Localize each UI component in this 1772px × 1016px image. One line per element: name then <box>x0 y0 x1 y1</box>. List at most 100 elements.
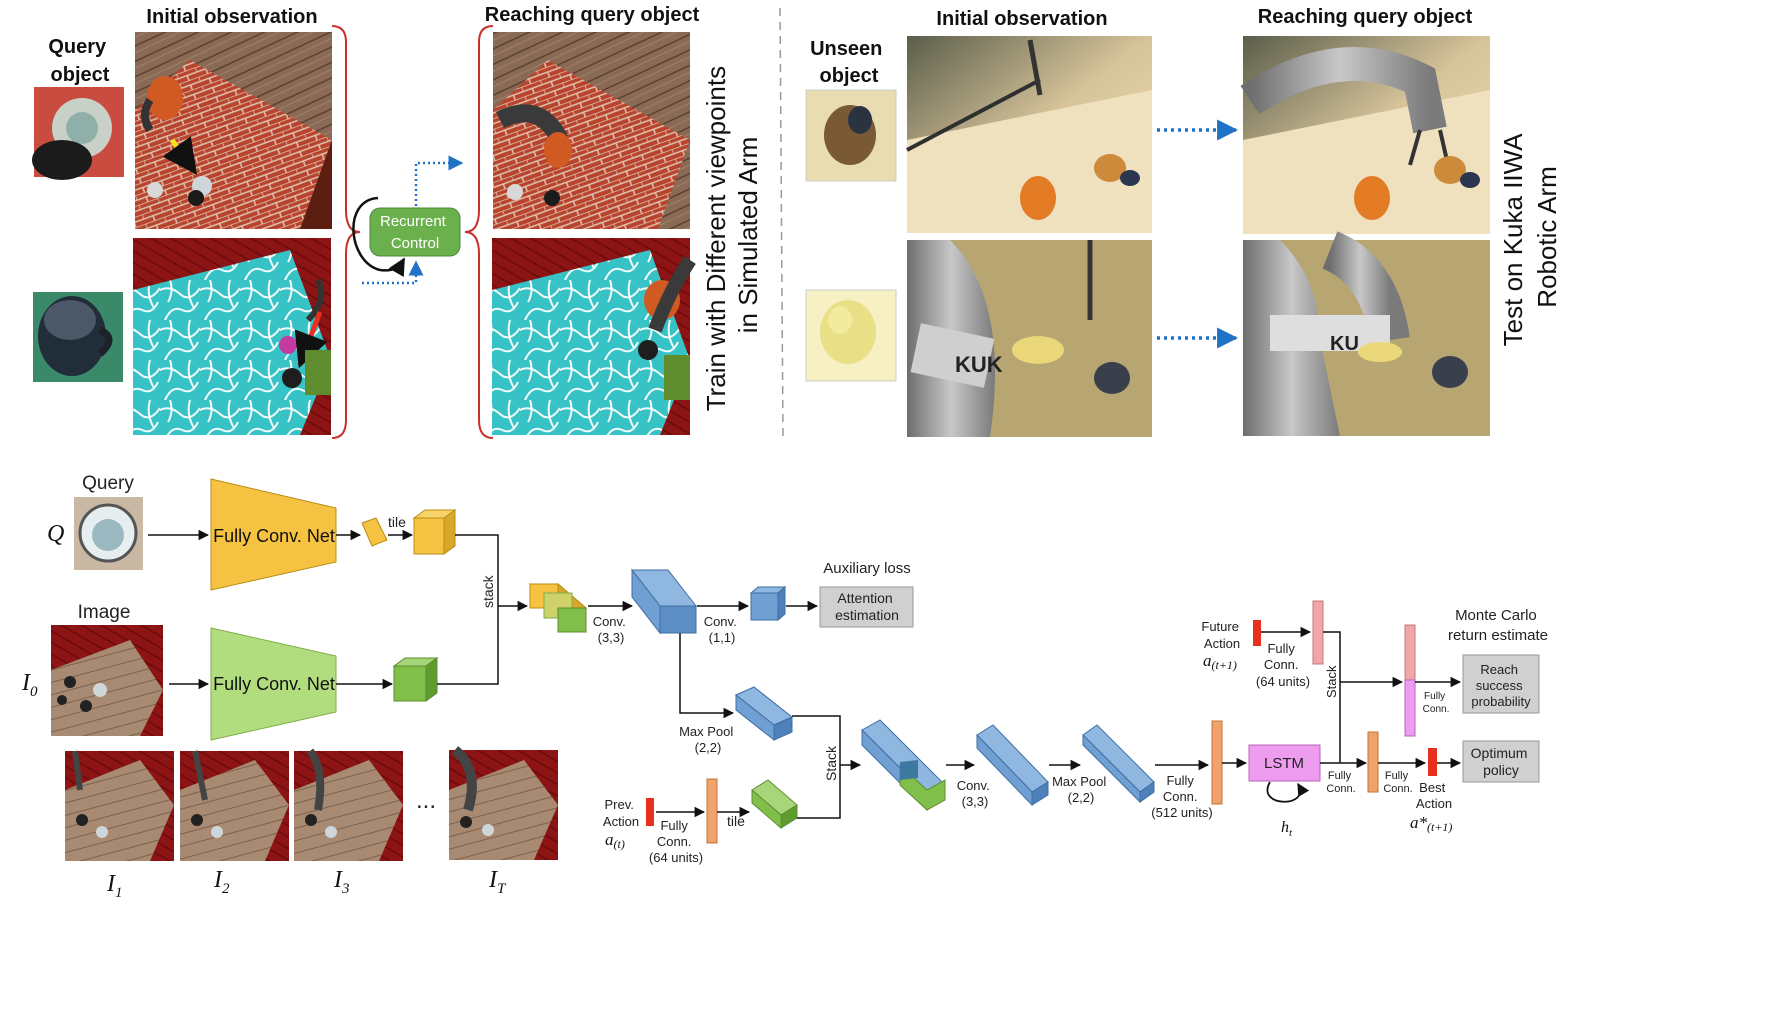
seq-symbol-3: I3 <box>333 867 350 897</box>
fc-small-line1: Fully <box>1424 691 1445 702</box>
fcn-query-label: Fully Conv. Net <box>213 526 335 546</box>
fc-lstm-out2-line1: Fully <box>1385 770 1409 782</box>
seq-symbol-3-main: I <box>333 867 343 893</box>
initial-observation-heading: Initial observation <box>146 6 317 28</box>
image-symbol-sub: 0 <box>30 684 38 700</box>
query-object-thumb-bowl <box>32 87 124 180</box>
reach-success-box <box>1462 654 1540 714</box>
test-caption-line1: Test on Kuka IIWA <box>1498 133 1528 347</box>
image-symbol: I0 <box>21 670 38 700</box>
reaching-query-heading: Reaching query object <box>485 4 700 26</box>
network-diagram: Query Q Fully Conv. Net tile Image I0 <box>21 473 1548 901</box>
future-action-line2: Action <box>1204 636 1240 651</box>
query-feature-tiled <box>412 509 457 555</box>
conv-33-b-line2: (3,3) <box>962 794 989 809</box>
query-object-thumb-mug <box>33 292 123 382</box>
future-action-sym-main: a <box>1203 651 1212 670</box>
tile-label-2: tile <box>727 813 745 829</box>
best-action-sym-sub: (t+1) <box>1427 820 1452 834</box>
fc-lstm-out-vector <box>1367 731 1379 793</box>
maxpool-b-line1: Max Pool <box>1052 774 1106 789</box>
sequence-frame-T <box>449 746 558 860</box>
train-caption-line1: Train with Different viewpoints <box>701 66 731 411</box>
seq-symbol-2-main: I <box>213 867 223 893</box>
real-robot-panel: Initial observation Reaching query objec… <box>805 6 1562 437</box>
seq-symbol-T-main: I <box>488 867 498 893</box>
attention-feature <box>749 585 787 622</box>
seq-symbol-2: I2 <box>213 867 230 897</box>
image-symbol-main: I <box>21 670 31 696</box>
unseen-object-thumb-1 <box>805 89 897 182</box>
fcn-query-block <box>210 478 337 591</box>
query-object-label: Query object <box>48 36 111 86</box>
future-action-label: Future Action <box>1201 619 1242 651</box>
unseen-object-label-line2: object <box>820 65 879 87</box>
reach-success-line1: Reach <box>1480 662 1518 677</box>
best-action-line2: Action <box>1416 796 1452 811</box>
image-sequence: ... I1 I2 I3 IT <box>65 746 558 901</box>
maxpool-a-line2: (2,2) <box>695 740 722 755</box>
fc-512-line3: (512 units) <box>1151 805 1212 820</box>
attention-estimation-line2: estimation <box>835 607 899 623</box>
optimum-policy-line2: policy <box>1483 762 1519 778</box>
stack-label-1: stack <box>480 574 496 608</box>
optimum-policy-label: Optimum policy <box>1471 745 1532 778</box>
future-action-line1: Future <box>1201 619 1239 634</box>
conv-11-label: Conv. (1,1) <box>704 614 741 645</box>
stacked-feature-b <box>861 719 946 812</box>
maxpool-label-b: Max Pool (2,2) <box>1052 774 1110 805</box>
sim-initial-observation-1 <box>135 32 332 229</box>
conv-11-line1: Conv. <box>704 614 737 629</box>
prev-action-sym-main: a <box>605 830 614 849</box>
fc-small-label: Fully Conn. <box>1423 691 1450 715</box>
prev-action-symbol: a(t) <box>605 830 625 851</box>
monte-carlo-line2: return estimate <box>1448 627 1548 644</box>
seq-symbol-2-sub: 2 <box>222 881 230 897</box>
seq-symbol-1-main: I <box>106 871 116 897</box>
output-dotted-connector <box>414 155 464 206</box>
real-reaching-1 <box>1240 36 1490 234</box>
real-reaching-2: KU <box>1243 231 1490 436</box>
conv-11-line2: (1,1) <box>709 630 736 645</box>
reach-success-line3: probability <box>1471 694 1531 709</box>
real-reaching-query-heading: Reaching query object <box>1258 6 1473 28</box>
fc-512-line1: Fully <box>1166 773 1194 788</box>
test-caption: Test on Kuka IIWA Robotic Arm <box>1498 128 1562 347</box>
best-action-line1: Best <box>1419 780 1445 795</box>
monte-carlo-line1: Monte Carlo <box>1455 607 1537 624</box>
right-brace <box>464 25 494 439</box>
image-feature <box>392 657 439 702</box>
attention-estimation-label: Attention estimation <box>835 590 899 623</box>
query-label: Query <box>82 473 134 494</box>
tiled-action-feature <box>751 779 798 830</box>
fc-64-vector-a <box>706 778 718 844</box>
unseen-object-thumb-2 <box>805 289 897 382</box>
recurrent-control: Recurrent Control <box>352 196 461 278</box>
auxiliary-loss-label: Auxiliary loss <box>823 560 911 577</box>
best-action-vector <box>1428 748 1437 776</box>
reach-success-line2: success <box>1476 678 1523 693</box>
conv-feature-a <box>630 568 698 635</box>
real-initial-observation-1 <box>906 36 1152 233</box>
best-action-sym-main: a* <box>1410 813 1428 832</box>
fc-512-label: Fully Conn. (512 units) <box>1151 773 1212 820</box>
unseen-object-label-line1: Unseen <box>810 38 882 60</box>
attention-estimation-line1: Attention <box>837 590 892 606</box>
prev-action-sym-sub: (t) <box>614 837 625 851</box>
panel-divider <box>779 7 784 439</box>
recurrent-control-label: Recurrent Control <box>380 213 450 252</box>
fcn-image-label: Fully Conv. Net <box>213 674 335 694</box>
future-action-sym-sub: (t+1) <box>1212 658 1237 672</box>
query-object-label-line2: object <box>51 64 110 86</box>
optimum-policy-line1: Optimum <box>1471 745 1528 761</box>
seq-symbol-1-sub: 1 <box>115 885 123 901</box>
sim-initial-observation-2 <box>133 238 331 435</box>
fc-lstm-out-line2: Conn. <box>1326 783 1355 795</box>
fc-lstm-out-label: Fully Conn. <box>1326 770 1355 795</box>
fc-lstm-out2-label: Fully Conn. <box>1383 770 1412 795</box>
left-brace <box>331 25 361 439</box>
lstm-recurrence <box>1266 781 1310 803</box>
stack-label-2: Stack <box>823 745 839 781</box>
stack-label-3: Stack <box>1324 665 1339 698</box>
